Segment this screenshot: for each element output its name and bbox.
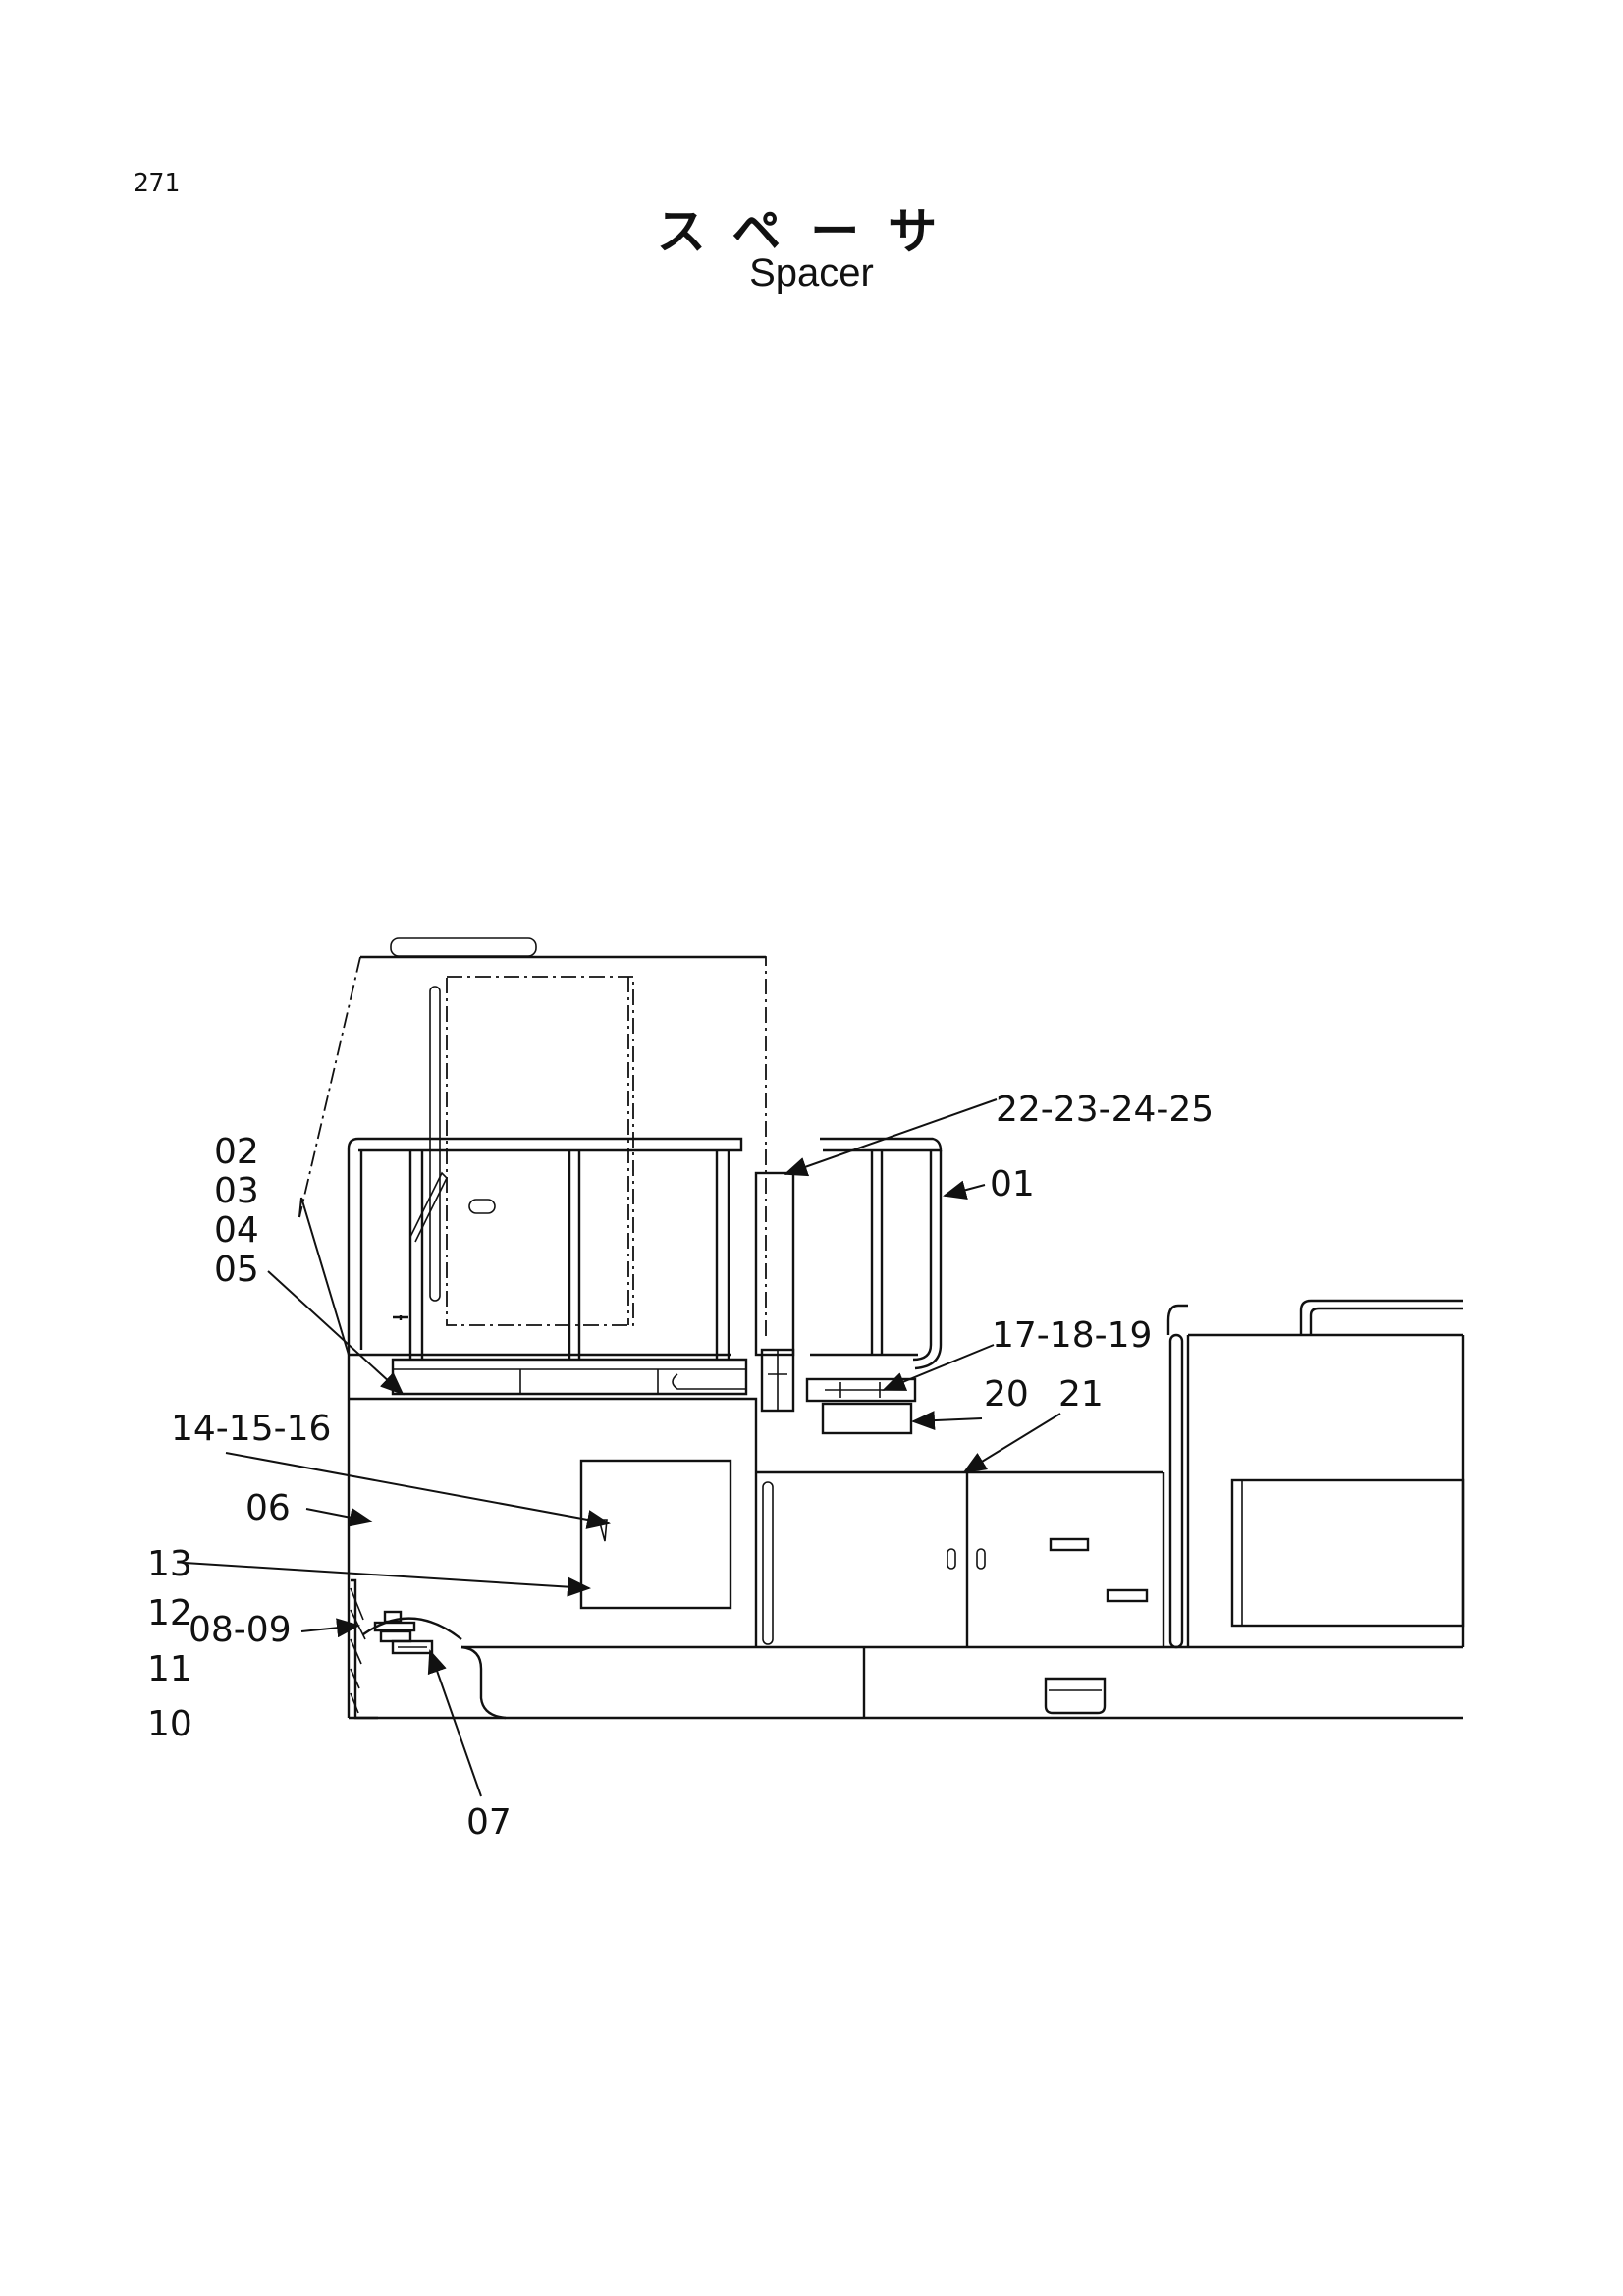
callout-05: 05 xyxy=(214,1250,259,1290)
callout-03: 03 xyxy=(214,1171,259,1211)
page-number: 271 xyxy=(134,169,180,198)
right-railing xyxy=(805,1137,943,1435)
cab-handrail xyxy=(409,986,448,1302)
callout-08-09: 08-09 xyxy=(189,1610,292,1650)
center-column xyxy=(754,1171,795,1413)
callout-21: 21 xyxy=(1058,1374,1104,1415)
callout-02: 02 xyxy=(214,1132,259,1172)
callout-11: 11 xyxy=(147,1649,192,1689)
callout-17-18-19: 17-18-19 xyxy=(992,1315,1152,1356)
callout-12: 12 xyxy=(147,1593,192,1633)
callout-22-23-24-25: 22-23-24-25 xyxy=(996,1090,1214,1130)
lower-left-detail xyxy=(350,1578,462,1720)
bottom-frame xyxy=(349,1645,1463,1720)
callout-04: 04 xyxy=(214,1210,259,1251)
engine-cover xyxy=(1166,1299,1465,1649)
house-body xyxy=(347,1355,1165,1718)
callout-numbers: 22-23-24-25 01 02 03 04 05 17-18-19 20 2… xyxy=(147,1090,1214,1842)
cab-outline xyxy=(298,937,767,1340)
title-japanese: スペーサ xyxy=(656,203,967,260)
callout-07: 07 xyxy=(466,1802,512,1842)
left-railing xyxy=(347,1137,748,1396)
title-english: Spacer xyxy=(749,251,874,294)
callout-06: 06 xyxy=(245,1488,291,1528)
leader-lines xyxy=(184,1098,1061,1797)
callout-14-15-16: 14-15-16 xyxy=(171,1409,331,1449)
callout-13: 13 xyxy=(147,1544,192,1584)
callout-10: 10 xyxy=(147,1704,192,1744)
callout-01: 01 xyxy=(990,1164,1035,1204)
callout-20: 20 xyxy=(984,1374,1029,1415)
